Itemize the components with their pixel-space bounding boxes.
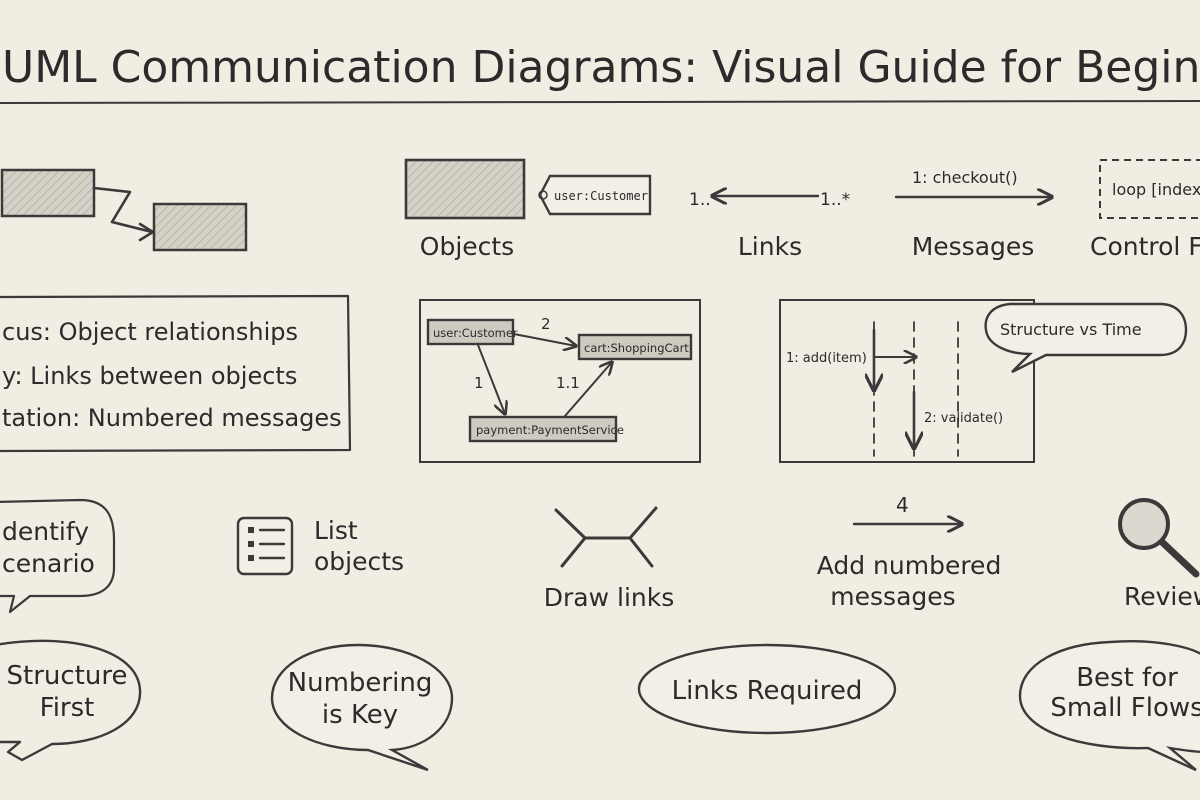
objects-label: Objects (420, 232, 514, 261)
focus-line-1: cus: Object relationships (2, 318, 298, 346)
title-area: UML Communication Diagrams: Visual Guide… (0, 42, 1200, 104)
step-list-objects: List objects (236, 516, 404, 576)
messages-element: 1: checkout() Messages (894, 168, 1052, 261)
intro-diagram (0, 168, 248, 252)
tip-numbering-line-2: is Key (322, 700, 398, 730)
draw-links-label: Draw links (544, 583, 674, 612)
intro-connector (92, 186, 154, 234)
review-label: Review (1124, 582, 1200, 611)
cart-label: cart:ShoppingCart (584, 341, 689, 355)
tip-small-flows: Best for Small Flows (1018, 640, 1200, 772)
list-bullet-2 (248, 541, 254, 547)
focus-box: cus: Object relationships y: Links betwe… (0, 294, 352, 453)
msg-num-1: 1 (474, 374, 484, 392)
tip-structure-line-2: First (40, 693, 95, 723)
objects-element: user:Customer Objects (404, 158, 652, 261)
focus-frame (0, 294, 352, 453)
identify-line-1: dentify (2, 517, 89, 546)
arrow-customer-cart (513, 333, 576, 346)
step-review: Review (1118, 498, 1200, 611)
links-label: Links (738, 232, 802, 261)
page-title: UML Communication Diagrams: Visual Guide… (2, 42, 1200, 93)
tip-numbering-line-1: Numbering (288, 668, 433, 698)
add-line-1: Add numbered (817, 551, 1002, 580)
control-element: loop [index Control F (1090, 159, 1200, 261)
msg-num-2: 2 (541, 315, 551, 333)
payment-box (468, 415, 618, 443)
tips-row: Structure First Numbering is Key Links R… (0, 639, 1200, 772)
object-tag (538, 174, 652, 216)
identify-bubble (0, 498, 116, 614)
customer-box (426, 318, 515, 346)
control-text: loop [index (1112, 180, 1200, 199)
step-number: 4 (896, 493, 909, 517)
steps-row: dentify cenario List objects Draw links … (0, 493, 1200, 614)
title-underline (0, 100, 1200, 104)
intro-box-1 (0, 168, 96, 218)
example-frame (419, 299, 701, 463)
object-tag-text: user:Customer (554, 189, 648, 203)
link-multiplicity-right: 1..* (820, 190, 850, 210)
seq-msg-1: 1: add(item) (786, 351, 867, 366)
tip-numbering-bubble (270, 643, 454, 772)
message-text: 1: checkout() (912, 168, 1018, 187)
comparison-diagram: 1: add(item) 2: validate() Structure vs … (779, 299, 1188, 463)
list-icon (236, 516, 294, 576)
comparison-frame (779, 299, 1035, 463)
link-multiplicity-left: 1.. (689, 190, 711, 210)
list-bullet-3 (248, 555, 254, 561)
messages-label: Messages (912, 232, 1035, 261)
magnifier-handle (1158, 538, 1200, 578)
example-diagram: user:Customer cart:ShoppingCart payment:… (419, 299, 701, 463)
tip-structure-line-1: Structure (7, 661, 128, 691)
tip-numbering: Numbering is Key (270, 643, 454, 772)
seq-msg-2: 2: validate() (924, 411, 1003, 426)
step-identify: dentify cenario (0, 498, 116, 614)
tip-links-text: Links Required (672, 676, 863, 706)
control-label: Control F (1090, 232, 1200, 261)
links-element: 1.. 1..* Links (689, 190, 850, 261)
tip-links-bubble (637, 643, 897, 735)
list-bullet-1 (248, 527, 254, 533)
tip-structure-bubble (0, 639, 142, 762)
comparison-bubble (984, 302, 1188, 374)
list-line-a: List (314, 516, 358, 545)
payment-label: payment:PaymentService (476, 423, 624, 437)
msg-num-1-1: 1.1 (556, 374, 580, 392)
add-line-2: messages (830, 582, 955, 611)
list-line-b: objects (314, 547, 404, 576)
step-add-messages: 4 Add numbered messages (817, 493, 1002, 611)
identify-line-2: cenario (2, 549, 95, 578)
step-draw-links: Draw links (544, 506, 674, 612)
object-box (404, 158, 526, 220)
tag-hole (538, 190, 548, 200)
tip-small-flows-line-2: Small Flows (1050, 693, 1200, 723)
arrow-payment-cart (564, 362, 612, 417)
draw-links-icon (554, 506, 658, 568)
intro-connector-head (138, 222, 155, 242)
tip-small-flows-bubble (1018, 640, 1200, 772)
arrow-customer-payment (477, 344, 505, 414)
customer-label: user:Customer (433, 326, 518, 340)
tip-structure: Structure First (0, 639, 142, 762)
focus-line-2: y: Links between objects (2, 362, 297, 390)
intro-box-2 (152, 202, 248, 252)
elements-row: user:Customer Objects 1.. 1..* Links 1: … (0, 158, 1200, 261)
comparison-bubble-text: Structure vs Time (1000, 320, 1142, 339)
control-frame (1099, 159, 1200, 219)
cart-box (577, 333, 693, 361)
magnifier-lens (1118, 498, 1170, 550)
focus-line-3: tation: Numbered messages (2, 404, 342, 432)
tip-links: Links Required (637, 643, 897, 735)
tip-small-flows-line-1: Best for (1076, 663, 1178, 693)
